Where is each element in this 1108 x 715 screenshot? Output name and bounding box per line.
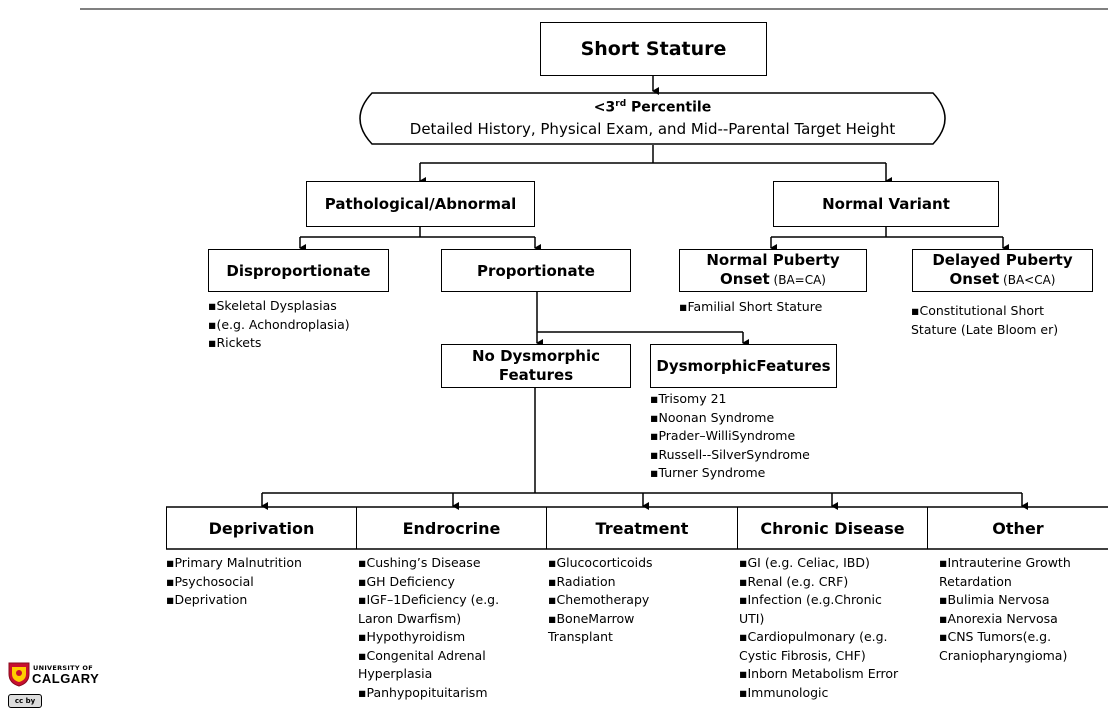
list-item: ▪Trisomy 21 <box>650 391 727 406</box>
disproportionate-label: Disproportionate <box>226 261 371 280</box>
list-item: ▪Cardiopulmonary (e.g. <box>739 629 888 644</box>
list-item: ▪Anorexia Nervosa <box>939 610 1058 626</box>
list-item: ▪Chemotherapy <box>548 592 650 607</box>
list-item: ▪Immunologic <box>739 684 829 700</box>
list-item: ▪Intrauterine Growth <box>939 555 1071 570</box>
list-item: ▪(e.g. Achondroplasia) <box>208 316 350 332</box>
list-item: ▪Skeletal Dysplasias <box>208 298 337 313</box>
list-item: Cystic Fibrosis, CHF) <box>739 647 866 663</box>
list-item: ▪Psychosocial <box>166 573 254 589</box>
delayed-puberty-line1: Delayed Puberty <box>932 251 1073 269</box>
list-item: ▪Primary Malnutrition <box>166 555 302 570</box>
list-item: ▪Inborn Metabolism Error <box>739 666 899 681</box>
category-deprivation: Deprivation <box>166 507 356 549</box>
percentile-sup: rd <box>615 99 627 109</box>
dysmorphic-label: DysmorphicFeatures <box>656 357 831 375</box>
normal-variant-label: Normal Variant <box>822 195 950 213</box>
category-chronic-disease: Chronic Disease <box>737 507 927 549</box>
category-label: Other <box>992 518 1044 538</box>
disproportionate-box: Disproportionate <box>208 249 389 292</box>
category-other: Other <box>927 507 1108 549</box>
list-item: ▪Congenital Adrenal <box>358 647 486 663</box>
percentile-node: <3rd Percentile Detailed History, Physic… <box>349 94 956 140</box>
list-item: ▪GI (e.g. Celiac, IBD) <box>739 555 870 570</box>
logo-line1: UNIVERSITY OF <box>33 664 93 672</box>
shield-icon <box>8 662 30 687</box>
normal-puberty-line1: Normal Puberty <box>706 251 840 269</box>
list-item: ▪Noonan Syndrome <box>650 409 775 425</box>
delayed-puberty-ba: (BA<CA) <box>999 273 1056 287</box>
list-item: ▪Russell--SilverSyndrome <box>650 446 810 462</box>
proportionate-box: Proportionate <box>441 249 631 292</box>
dysmorphic-box: DysmorphicFeatures <box>650 344 837 388</box>
logo-line2: CALGARY <box>32 671 100 686</box>
list-item: ▪Renal (e.g. CRF) <box>739 573 849 589</box>
list-item: ▪Radiation <box>548 573 616 589</box>
deprivation-list: ▪Primary Malnutrition ▪Psychosocial ▪Dep… <box>166 554 302 610</box>
normal-puberty-list: ▪Familial Short Stature <box>679 298 822 317</box>
percentile-main: <3 <box>593 99 616 116</box>
category-treatment: Treatment <box>546 507 737 549</box>
list-item: ▪IGF–1Deficiency (e.g. <box>358 592 500 607</box>
list-item: Hyperplasia <box>358 666 433 681</box>
category-label: Endrocrine <box>402 518 501 538</box>
delayed-puberty-line2: Onset (BA<CA) <box>950 270 1056 290</box>
category-label: Chronic Disease <box>760 518 905 538</box>
percentile-subtitle: Detailed History, Physical Exam, and Mid… <box>409 119 896 138</box>
list-item: ▪Constitutional Short <box>911 303 1045 318</box>
normal-puberty-ba: (BA=CA) <box>769 273 826 287</box>
no-dysmorphic-line1: No Dysmorphic <box>471 347 601 365</box>
category-endocrine: Endrocrine <box>356 507 546 549</box>
list-item: ▪Turner Syndrome <box>650 465 766 480</box>
category-label: Deprivation <box>208 518 315 538</box>
no-dysmorphic-line2: Features <box>498 366 574 384</box>
list-item: ▪Cushing’s Disease <box>358 555 481 570</box>
short-stature-box: Short Stature <box>540 22 767 76</box>
university-logo: UNIVERSITY OF CALGARY cc by <box>8 661 108 711</box>
list-item: Transplant <box>548 629 613 644</box>
other-list: ▪Intrauterine Growth Retardation ▪Bulimi… <box>939 554 1071 665</box>
list-item: ▪Deprivation <box>166 592 248 607</box>
short-stature-title: Short Stature <box>580 38 727 60</box>
list-item: ▪Hypothyroidism <box>358 629 466 644</box>
list-item: ▪BoneMarrow <box>548 610 635 626</box>
list-item: ▪Bulimia Nervosa <box>939 592 1050 607</box>
cc-license-text: cc by <box>14 697 36 705</box>
treatment-list: ▪Glucocorticoids ▪Radiation ▪Chemotherap… <box>548 554 653 647</box>
dysmorphic-list: ▪Trisomy 21 ▪Noonan Syndrome ▪Prader–Wil… <box>650 390 810 483</box>
proportionate-label: Proportionate <box>477 261 595 280</box>
list-item: Craniopharyngioma) <box>939 647 1068 663</box>
category-label: Treatment <box>595 518 689 538</box>
pathological-label: Pathological/Abnormal <box>324 195 517 213</box>
normal-variant-box: Normal Variant <box>773 181 999 227</box>
endocrine-list: ▪Cushing’s Disease ▪GH Deficiency ▪IGF–1… <box>358 554 499 702</box>
disproportionate-list: ▪Skeletal Dysplasias ▪(e.g. Achondroplas… <box>208 297 350 353</box>
list-item: ▪CNS Tumors(e.g. <box>939 629 1052 644</box>
list-item: ▪Glucocorticoids <box>548 555 653 570</box>
list-item: Stature (Late Bloom er) <box>911 321 1059 337</box>
normal-puberty-onset: Onset <box>720 270 770 288</box>
list-item: ▪Familial Short Stature <box>679 299 823 314</box>
list-item: Laron Dwarfism) <box>358 610 462 626</box>
list-item: ▪Infection (e.g.Chronic <box>739 592 882 607</box>
delayed-puberty-onset: Onset <box>949 270 1000 288</box>
normal-puberty-box: Normal Puberty Onset (BA=CA) <box>679 249 867 292</box>
list-item: ▪Panhypopituitarism <box>358 684 488 700</box>
list-item: ▪GH Deficiency <box>358 573 455 589</box>
delayed-puberty-list: ▪Constitutional Short Stature (Late Bloo… <box>911 302 1058 339</box>
percentile-rest: Percentile <box>626 99 712 116</box>
percentile-label: <3rd Percentile <box>349 94 956 118</box>
list-item: Retardation <box>939 573 1012 589</box>
delayed-puberty-box: Delayed Puberty Onset (BA<CA) <box>912 249 1093 292</box>
list-item: UTI) <box>739 610 765 626</box>
no-dysmorphic-box: No Dysmorphic Features <box>441 344 631 388</box>
normal-puberty-line2: Onset (BA=CA) <box>720 270 826 290</box>
pathological-box: Pathological/Abnormal <box>306 181 535 227</box>
list-item: ▪Prader–WilliSyndrome <box>650 428 796 443</box>
chronic-disease-list: ▪GI (e.g. Celiac, IBD) ▪Renal (e.g. CRF)… <box>739 554 898 702</box>
list-item: ▪Rickets <box>208 335 262 350</box>
cc-license-badge: cc by <box>8 694 42 708</box>
